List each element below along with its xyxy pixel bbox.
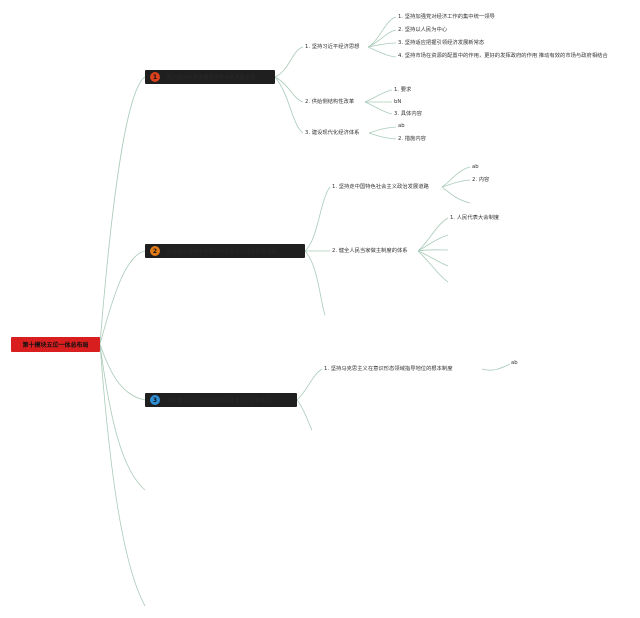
leaf-item[interactable]: ab xyxy=(472,164,479,170)
topic-modern-economy[interactable]: 3. 建设现代化经济体系 xyxy=(305,130,360,136)
leaf-item[interactable]: 2. 措施内容 xyxy=(398,136,426,142)
branch-economy[interactable]: 1 经济建设以新发展理念推动高质量发展 xyxy=(145,70,275,84)
branch-title: 政治建设坚持走中国特色社会主义政治发展道路 xyxy=(167,248,276,255)
leaf-item[interactable]: 2. 内容 xyxy=(472,177,490,183)
root-node[interactable]: 第十模块五位一体总布局 xyxy=(11,337,100,352)
leaf-item[interactable]: 3. 具体内容 xyxy=(394,111,422,117)
branch-title: 文化建设坚定文化自信建设社会主义文化强国 xyxy=(167,397,271,404)
branch-politics[interactable]: 2 政治建设坚持走中国特色社会主义政治发展道路 xyxy=(145,244,305,258)
topic-economic-thought[interactable]: 1. 坚持习近平经济思想 xyxy=(305,44,360,50)
leaf-item[interactable]: 1. 人民代表大会制度 xyxy=(450,215,500,221)
number-badge: 1 xyxy=(150,72,160,82)
topic-marxism-ideology[interactable]: 1. 坚持马克思主义在意识形态领域指导地位的根本制度 xyxy=(324,366,453,372)
number-badge: 3 xyxy=(150,395,160,405)
topic-supply-side-reform[interactable]: 2. 供给侧结构性改革 xyxy=(305,99,355,105)
branch-title: 经济建设以新发展理念推动高质量发展 xyxy=(167,74,256,81)
leaf-item[interactable]: 2. 坚持以人民为中心 xyxy=(398,27,448,33)
topic-people-democracy[interactable]: 2. 健全人民当家做主制度的体系 xyxy=(332,248,408,254)
topic-political-path[interactable]: 1. 坚持走中国特色社会主义政治发展道路 xyxy=(332,184,429,190)
leaf-item[interactable]: bN xyxy=(394,99,402,105)
leaf-item[interactable]: 4. 坚持市场在资源的配置中的作用，更好的发挥政府的作用 推动有效的市场与政府相… xyxy=(398,53,608,59)
branch-culture[interactable]: 3 文化建设坚定文化自信建设社会主义文化强国 xyxy=(145,393,297,407)
leaf-item[interactable]: 1. 坚持加强党对经济工作的集中统一领导 xyxy=(398,14,495,20)
number-badge: 2 xyxy=(150,246,160,256)
leaf-item[interactable]: 3. 坚持适应把握引领经济发展新常态 xyxy=(398,40,485,46)
leaf-item[interactable]: ab xyxy=(511,360,518,366)
leaf-item[interactable]: 1. 要求 xyxy=(394,87,412,93)
leaf-item[interactable]: ab xyxy=(398,123,405,129)
